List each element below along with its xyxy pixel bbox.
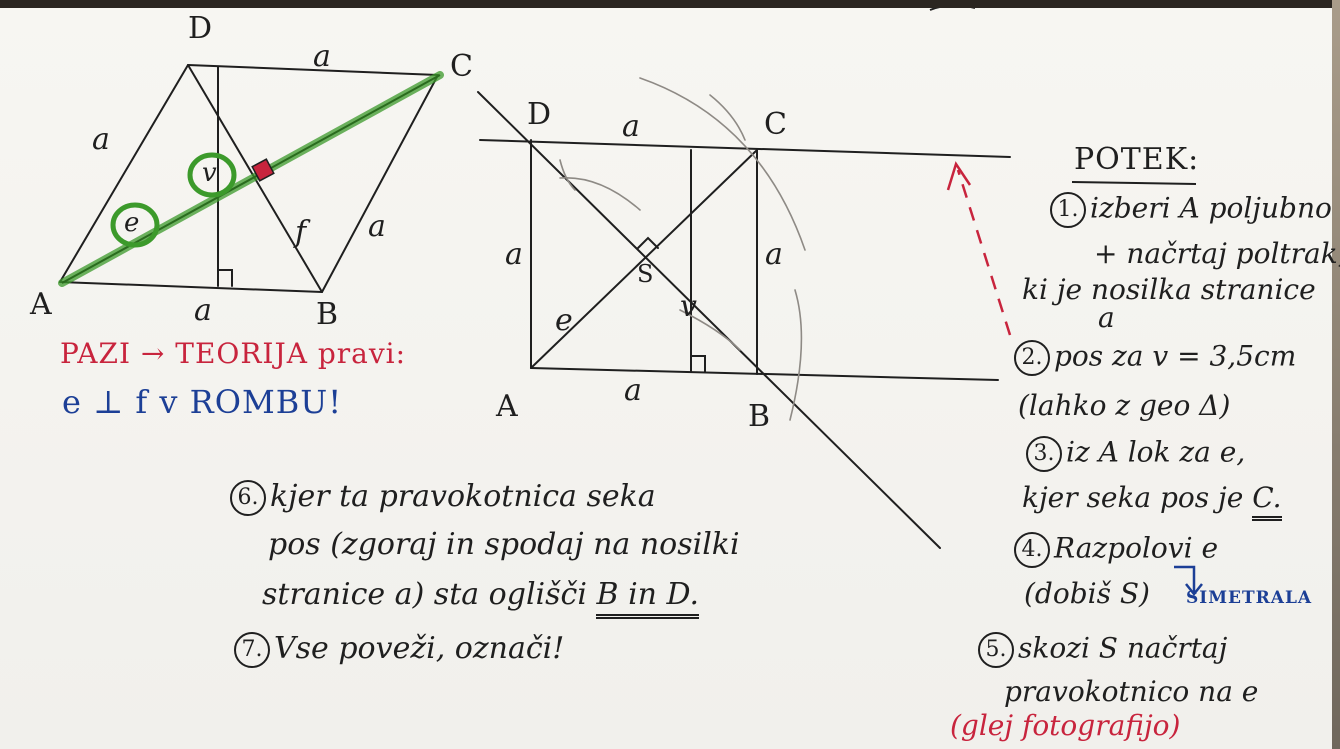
right-side-bottom: a [624,373,642,408]
note-line-2: e ⊥ f v ROMBU! [62,383,343,421]
step-5-line-2: pravokotnico na e [1004,675,1259,708]
left-vertex-a: A [30,287,52,322]
step-3-text-2: kjer seka pos je [1022,481,1244,514]
step-4-number: 4. [1014,532,1050,568]
step-4-line-2: (dobiš S) [1024,577,1150,610]
left-side-left: a [92,122,110,157]
left-height-v: v [202,158,217,188]
left-side-bottom: a [194,293,212,328]
right-side-left: a [505,237,523,272]
step-7-number: 7. [234,632,270,668]
right-side-top: a [622,109,640,144]
step-2-number: 2. [1014,340,1050,376]
step-6-text-1: kjer ta pravokotnica seka [270,479,656,514]
left-side-right: a [368,209,386,244]
step-1-line-2: + načrtaj poltrak, [1094,237,1340,270]
right-vertex-a: A [496,389,518,424]
step-6-line-3: stranice a) sta oglišči B in D. [262,577,700,619]
step-6-line-2: pos (zgoraj in spodaj na nosilki [268,527,740,562]
step-2-text-1: pos za v = 3,5cm [1054,339,1297,373]
step-5-line-3: (glej fotografijo) [950,709,1181,742]
step-6-number: 6. [230,480,266,516]
title-underline [1071,181,1197,185]
right-rhombus [477,91,1011,549]
step-5-line-1: 5.skozi S načrtaj [978,632,1227,668]
step-1-line-3: ki je nosilka stranice [1022,273,1316,306]
step-1-number: 1. [1050,192,1086,228]
right-vertex-b: B [748,399,771,434]
step-6-vertices: B in D. [596,577,700,619]
note-line-1: PAZI → TEORIJA pravi: [60,337,407,370]
step-1-line-4: a [1098,301,1115,334]
procedure-title: POTEK: [1074,142,1200,177]
step-5-text-1: skozi S načrtaj [1018,631,1228,665]
left-vertex-d: D [188,11,213,46]
right-diag-e: e [555,303,573,338]
right-vertex-c: C [764,107,787,142]
photo-top-edge [0,0,1340,8]
step-3-line-2: kjer seka pos je C. [1022,481,1282,521]
red-dashed-arrow [946,161,1012,336]
step-3-line-1: 3.iz A lok za e, [1026,436,1245,472]
step-7-text-1: Vse poveži, označi! [274,631,565,666]
simetrala-arrow [1174,565,1203,597]
step-5-number: 5. [978,632,1014,668]
photo-right-edge [1332,0,1340,749]
step-3-number: 3. [1026,436,1062,472]
left-diag-f: f [295,215,307,250]
right-center-s: S [637,260,654,288]
step-2-line-1: 2.pos za v = 3,5cm [1014,340,1296,376]
left-vertex-c: C [450,49,473,84]
step-6-text-3: stranice a) sta oglišči [262,577,587,612]
right-side-right: a [765,237,783,272]
left-rhombus [59,64,439,293]
right-vertex-d: D [527,97,552,132]
left-diag-e: e [124,208,140,238]
step-1-line-1: 1.izberi A poljubno [1050,192,1332,228]
step-4-text-1: Razpolovi e [1054,531,1219,565]
step-6-line-1: 6.kjer ta pravokotnica seka [230,480,656,516]
step-4-tag: SIMETRALA [1186,588,1313,608]
step-2-line-2: (lahko z geo Δ) [1018,389,1231,422]
step-3-text-1: iz A lok za e, [1066,435,1246,469]
right-height-v: v [680,289,697,324]
step-3-vertex-c: C. [1252,481,1282,521]
step-4-line-1: 4.Razpolovi e [1014,532,1218,568]
left-vertex-b: B [316,297,339,332]
left-side-top: a [313,39,331,74]
green-diagonal-e [58,71,444,287]
construction-arcs [559,77,806,421]
step-1-text-1: izberi A poljubno [1090,191,1332,225]
step-7-line-1: 7.Vse poveži, označi! [234,632,564,668]
